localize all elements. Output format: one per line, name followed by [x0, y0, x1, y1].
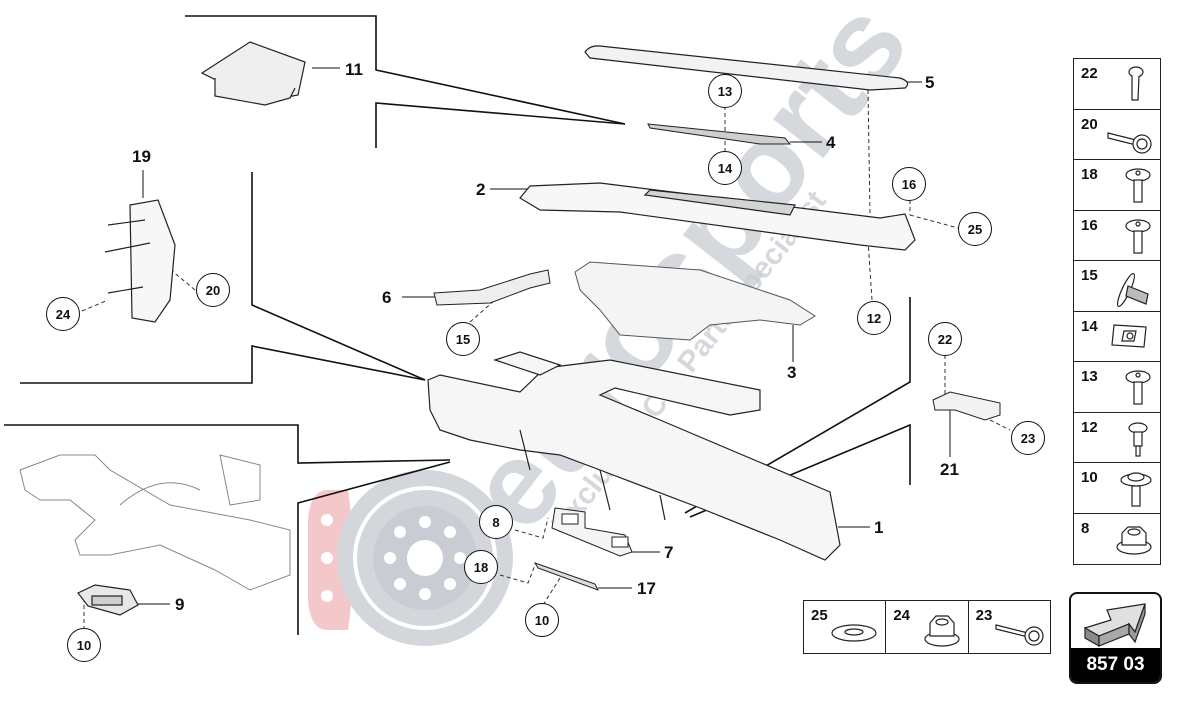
legend-item-12: 12	[1074, 413, 1160, 463]
flange-nut-icon	[924, 615, 960, 647]
part-2-dash-panel	[519, 182, 916, 251]
legend-num: 10	[1081, 469, 1098, 486]
speed-nut-clip-icon	[1111, 323, 1147, 348]
detail-view-frame	[19, 454, 291, 591]
callout-24: 24	[46, 297, 80, 331]
legend-num: 18	[1081, 166, 1098, 183]
part-label-6: 6	[382, 288, 392, 307]
part-11-cover	[200, 41, 306, 106]
torx-bolt-long-icon	[1128, 66, 1144, 101]
callout-13: 13	[708, 74, 742, 108]
part-label-19: 19	[132, 147, 151, 166]
legend-num: 22	[1081, 65, 1098, 82]
part-label-5: 5	[925, 73, 935, 92]
legend-item-16: 16	[1074, 211, 1160, 261]
callout-15: 15	[446, 322, 480, 356]
legend-num: 20	[1081, 115, 1098, 133]
part-label-17: 17	[637, 579, 656, 598]
legend-item-15: 15	[1074, 261, 1160, 312]
part-4-vent-strip	[647, 123, 792, 145]
diagram-code: 857 03	[1071, 648, 1160, 682]
part-label-3: 3	[787, 363, 797, 382]
legend-item-10: 10	[1074, 463, 1160, 514]
part-5-trim-strip	[584, 45, 909, 91]
legend-num: 8	[1081, 519, 1090, 537]
spring-clip-screw-icon	[1116, 272, 1149, 308]
hardware-legend-horizontal: 25 24 23	[803, 600, 1051, 654]
callout-22: 22	[928, 322, 962, 356]
part-19-bracket	[104, 199, 176, 323]
callout-10: 10	[525, 603, 559, 637]
watermark-brake-disc-icon	[308, 470, 513, 646]
hardware-legend-vertical: 22 20 18 16 15 14 13 12	[1073, 58, 1161, 565]
legend-num: 16	[1081, 216, 1098, 234]
callout-16: 16	[892, 167, 926, 201]
legend-num: 12	[1081, 418, 1098, 436]
legend-item-13: 13	[1074, 362, 1160, 413]
part-label-2: 2	[476, 180, 486, 199]
next-page-nav-button[interactable]: 857 03	[1069, 592, 1162, 684]
next-page-arrow-icon	[1083, 603, 1146, 648]
flange-nut-icon	[1116, 525, 1152, 555]
part-9-bracket	[77, 584, 139, 616]
legend-item-18: 18	[1074, 160, 1160, 211]
part-7-bracket	[551, 507, 633, 557]
part-17-strip	[533, 562, 600, 591]
torx-screw-icon	[1125, 218, 1151, 254]
callout-10-detail: 10	[67, 628, 101, 662]
flange-bolt-icon	[1107, 131, 1152, 154]
part-label-21: 21	[940, 460, 959, 479]
legend-item-25: 25	[804, 601, 887, 653]
washer-torx-screw-icon	[1120, 472, 1152, 507]
legend-item-22: 22	[1074, 59, 1160, 110]
legend-item-23: 23	[969, 601, 1050, 653]
part-label-4: 4	[826, 133, 836, 152]
part-label-11: 11	[345, 60, 363, 79]
legend-item-14: 14	[1074, 312, 1160, 362]
legend-num: 14	[1081, 317, 1098, 335]
callout-25: 25	[958, 212, 992, 246]
stepped-torx-screw-icon	[1128, 421, 1148, 457]
legend-item-24: 24	[886, 601, 969, 653]
legend-num: 13	[1081, 368, 1098, 385]
part-label-1: 1	[874, 518, 884, 537]
part-3-carrier	[574, 261, 816, 341]
flat-washer-icon	[831, 624, 877, 642]
legend-num: 24	[893, 607, 911, 624]
legend-num: 25	[811, 607, 828, 624]
flange-bolt-icon	[995, 624, 1044, 646]
callout-14: 14	[708, 151, 742, 185]
part-1-crossmember	[427, 351, 841, 561]
part-6-duct	[433, 269, 551, 306]
part-label-7: 7	[664, 543, 674, 562]
part-21-bracket	[932, 391, 1001, 421]
callout-8: 8	[479, 505, 513, 539]
callout-18: 18	[464, 550, 498, 584]
legend-item-20: 20	[1074, 110, 1160, 160]
torx-screw-icon	[1125, 168, 1151, 203]
legend-item-8: 8	[1074, 514, 1160, 565]
legend-num: 23	[975, 607, 993, 624]
callout-20: 20	[196, 273, 230, 307]
torx-screw-icon	[1125, 370, 1151, 405]
part-label-9: 9	[175, 595, 185, 614]
callout-12: 12	[857, 301, 891, 335]
legend-num: 15	[1081, 267, 1098, 284]
callout-23: 23	[1011, 421, 1045, 455]
